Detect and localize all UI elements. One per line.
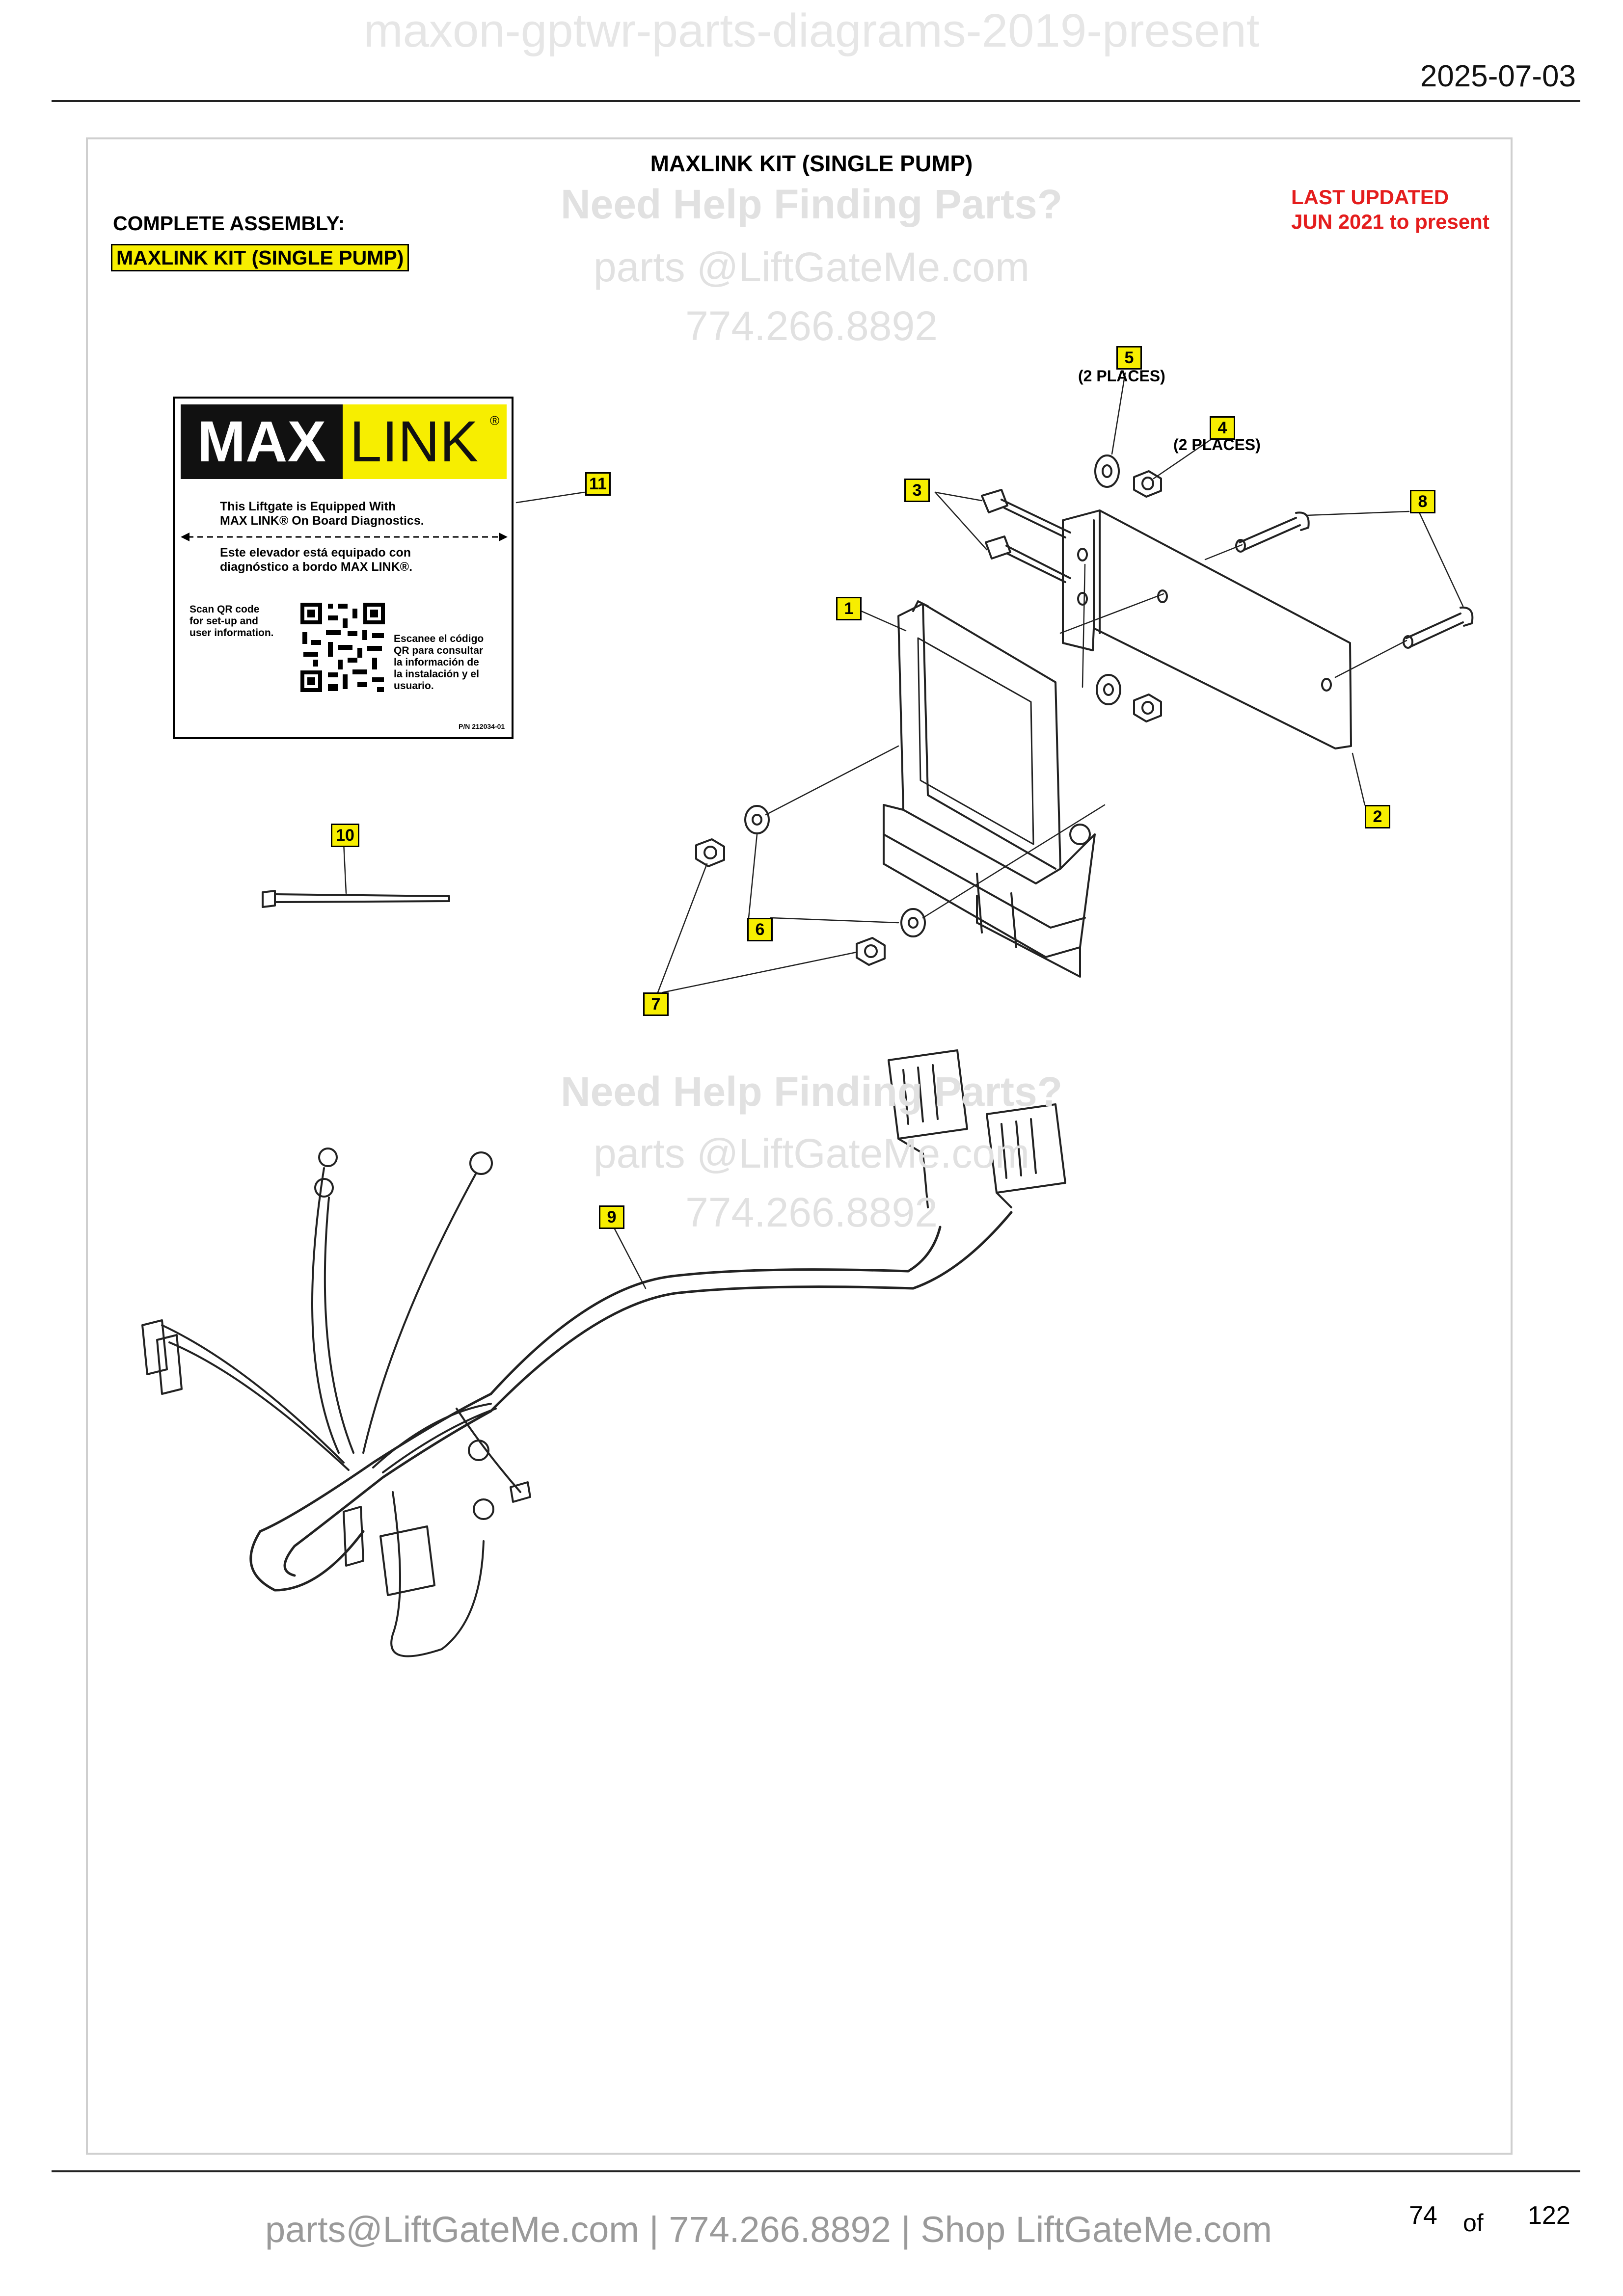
card-scan-1: Scan QR code (189, 604, 260, 615)
assembly-name: MAXLINK KIT (SINGLE PUMP) (111, 244, 409, 271)
washer-left (744, 805, 770, 834)
callout-2: 2 (1365, 805, 1390, 828)
card-en-line-2: MAX LINK® On Board Diagnostics. (220, 514, 424, 528)
footer-rule (52, 2170, 1580, 2172)
document-watermark: maxon-gptwr-parts-diagrams-2019-present (363, 4, 1260, 57)
quantity-note-4: (2 PLACES) (1173, 436, 1261, 454)
mounting-bracket (1062, 509, 1352, 749)
assembly-label: COMPLETE ASSEMBLY: (113, 212, 345, 235)
callout-11: 11 (585, 472, 611, 496)
callout-10: 10 (331, 824, 359, 847)
washer-right (900, 908, 926, 937)
nut-lower (1133, 694, 1162, 722)
maxlink-logo: MAX LINK ® (181, 404, 507, 479)
card-scan-2: for set-up and (189, 615, 258, 627)
double-arrow-icon (181, 533, 508, 541)
callout-5: 5 (1116, 346, 1142, 370)
control-module (883, 600, 1096, 978)
callout-6: 6 (747, 918, 773, 941)
callout-4: 4 (1210, 416, 1235, 440)
page-of: of (1463, 2209, 1484, 2237)
logo-registered: ® (490, 413, 500, 428)
help-overlay-title-upper: Need Help Finding Parts? (560, 181, 1063, 227)
help-overlay-email-upper: parts @LiftGateMe.com (593, 244, 1030, 290)
help-overlay-phone-upper: 774.266.8892 (685, 303, 938, 349)
card-es-scan-5: usuario. (394, 680, 434, 692)
card-es-scan-4: la instalación y el (394, 668, 479, 680)
card-es-scan-1: Escanee el código (394, 633, 484, 644)
quantity-note-5: (2 PLACES) (1078, 367, 1165, 385)
header-rule (52, 100, 1580, 102)
screws (981, 489, 1071, 583)
nut-left (695, 838, 725, 867)
qr-code-icon (298, 601, 387, 694)
help-overlay-title-lower: Need Help Finding Parts? (560, 1068, 1063, 1115)
document-date: 2025-07-03 (1420, 59, 1576, 93)
logo-max: MAX (181, 404, 343, 479)
last-updated-label: LAST UPDATED (1291, 186, 1449, 209)
help-overlay-email-lower: parts @LiftGateMe.com (593, 1130, 1030, 1176)
cable-tie (262, 890, 450, 908)
page-current: 74 (1409, 2201, 1437, 2230)
callout-1: 1 (836, 597, 862, 620)
card-es-line-2: diagnóstico a bordo MAX LINK®. (220, 560, 413, 574)
bolts (1235, 511, 1474, 649)
last-updated-range: JUN 2021 to present (1291, 210, 1489, 233)
washer-upper (1094, 454, 1120, 488)
wire-harness (141, 1049, 1066, 1657)
callout-3: 3 (904, 479, 930, 502)
page-total: 122 (1528, 2201, 1570, 2230)
diagram-frame (86, 137, 1513, 2155)
callout-8: 8 (1410, 490, 1435, 513)
washer-lower (1096, 674, 1121, 705)
card-scan-3: user information. (189, 627, 274, 639)
footer-contact: parts@LiftGateMe.com | 774.266.8892 | Sh… (265, 2209, 1272, 2250)
nut-upper (1133, 470, 1162, 498)
card-es-line-1: Este elevador está equipado con (220, 546, 411, 560)
card-part-number: P/N 212034-01 (459, 722, 505, 730)
diagram-title: MAXLINK KIT (SINGLE PUMP) (650, 151, 973, 176)
card-en-line-1: This Liftgate is Equipped With (220, 500, 396, 513)
logo-link: LINK (350, 409, 479, 474)
callout-7: 7 (643, 992, 669, 1016)
callout-9: 9 (599, 1205, 624, 1229)
card-es-scan-3: la información de (394, 657, 479, 668)
maxlink-label-card: MAX LINK ® This Liftgate is Equipped Wit… (173, 397, 514, 739)
nut-right (856, 937, 886, 966)
help-overlay-phone-lower: 774.266.8892 (685, 1189, 938, 1235)
card-es-scan-2: QR para consultar (394, 645, 484, 656)
